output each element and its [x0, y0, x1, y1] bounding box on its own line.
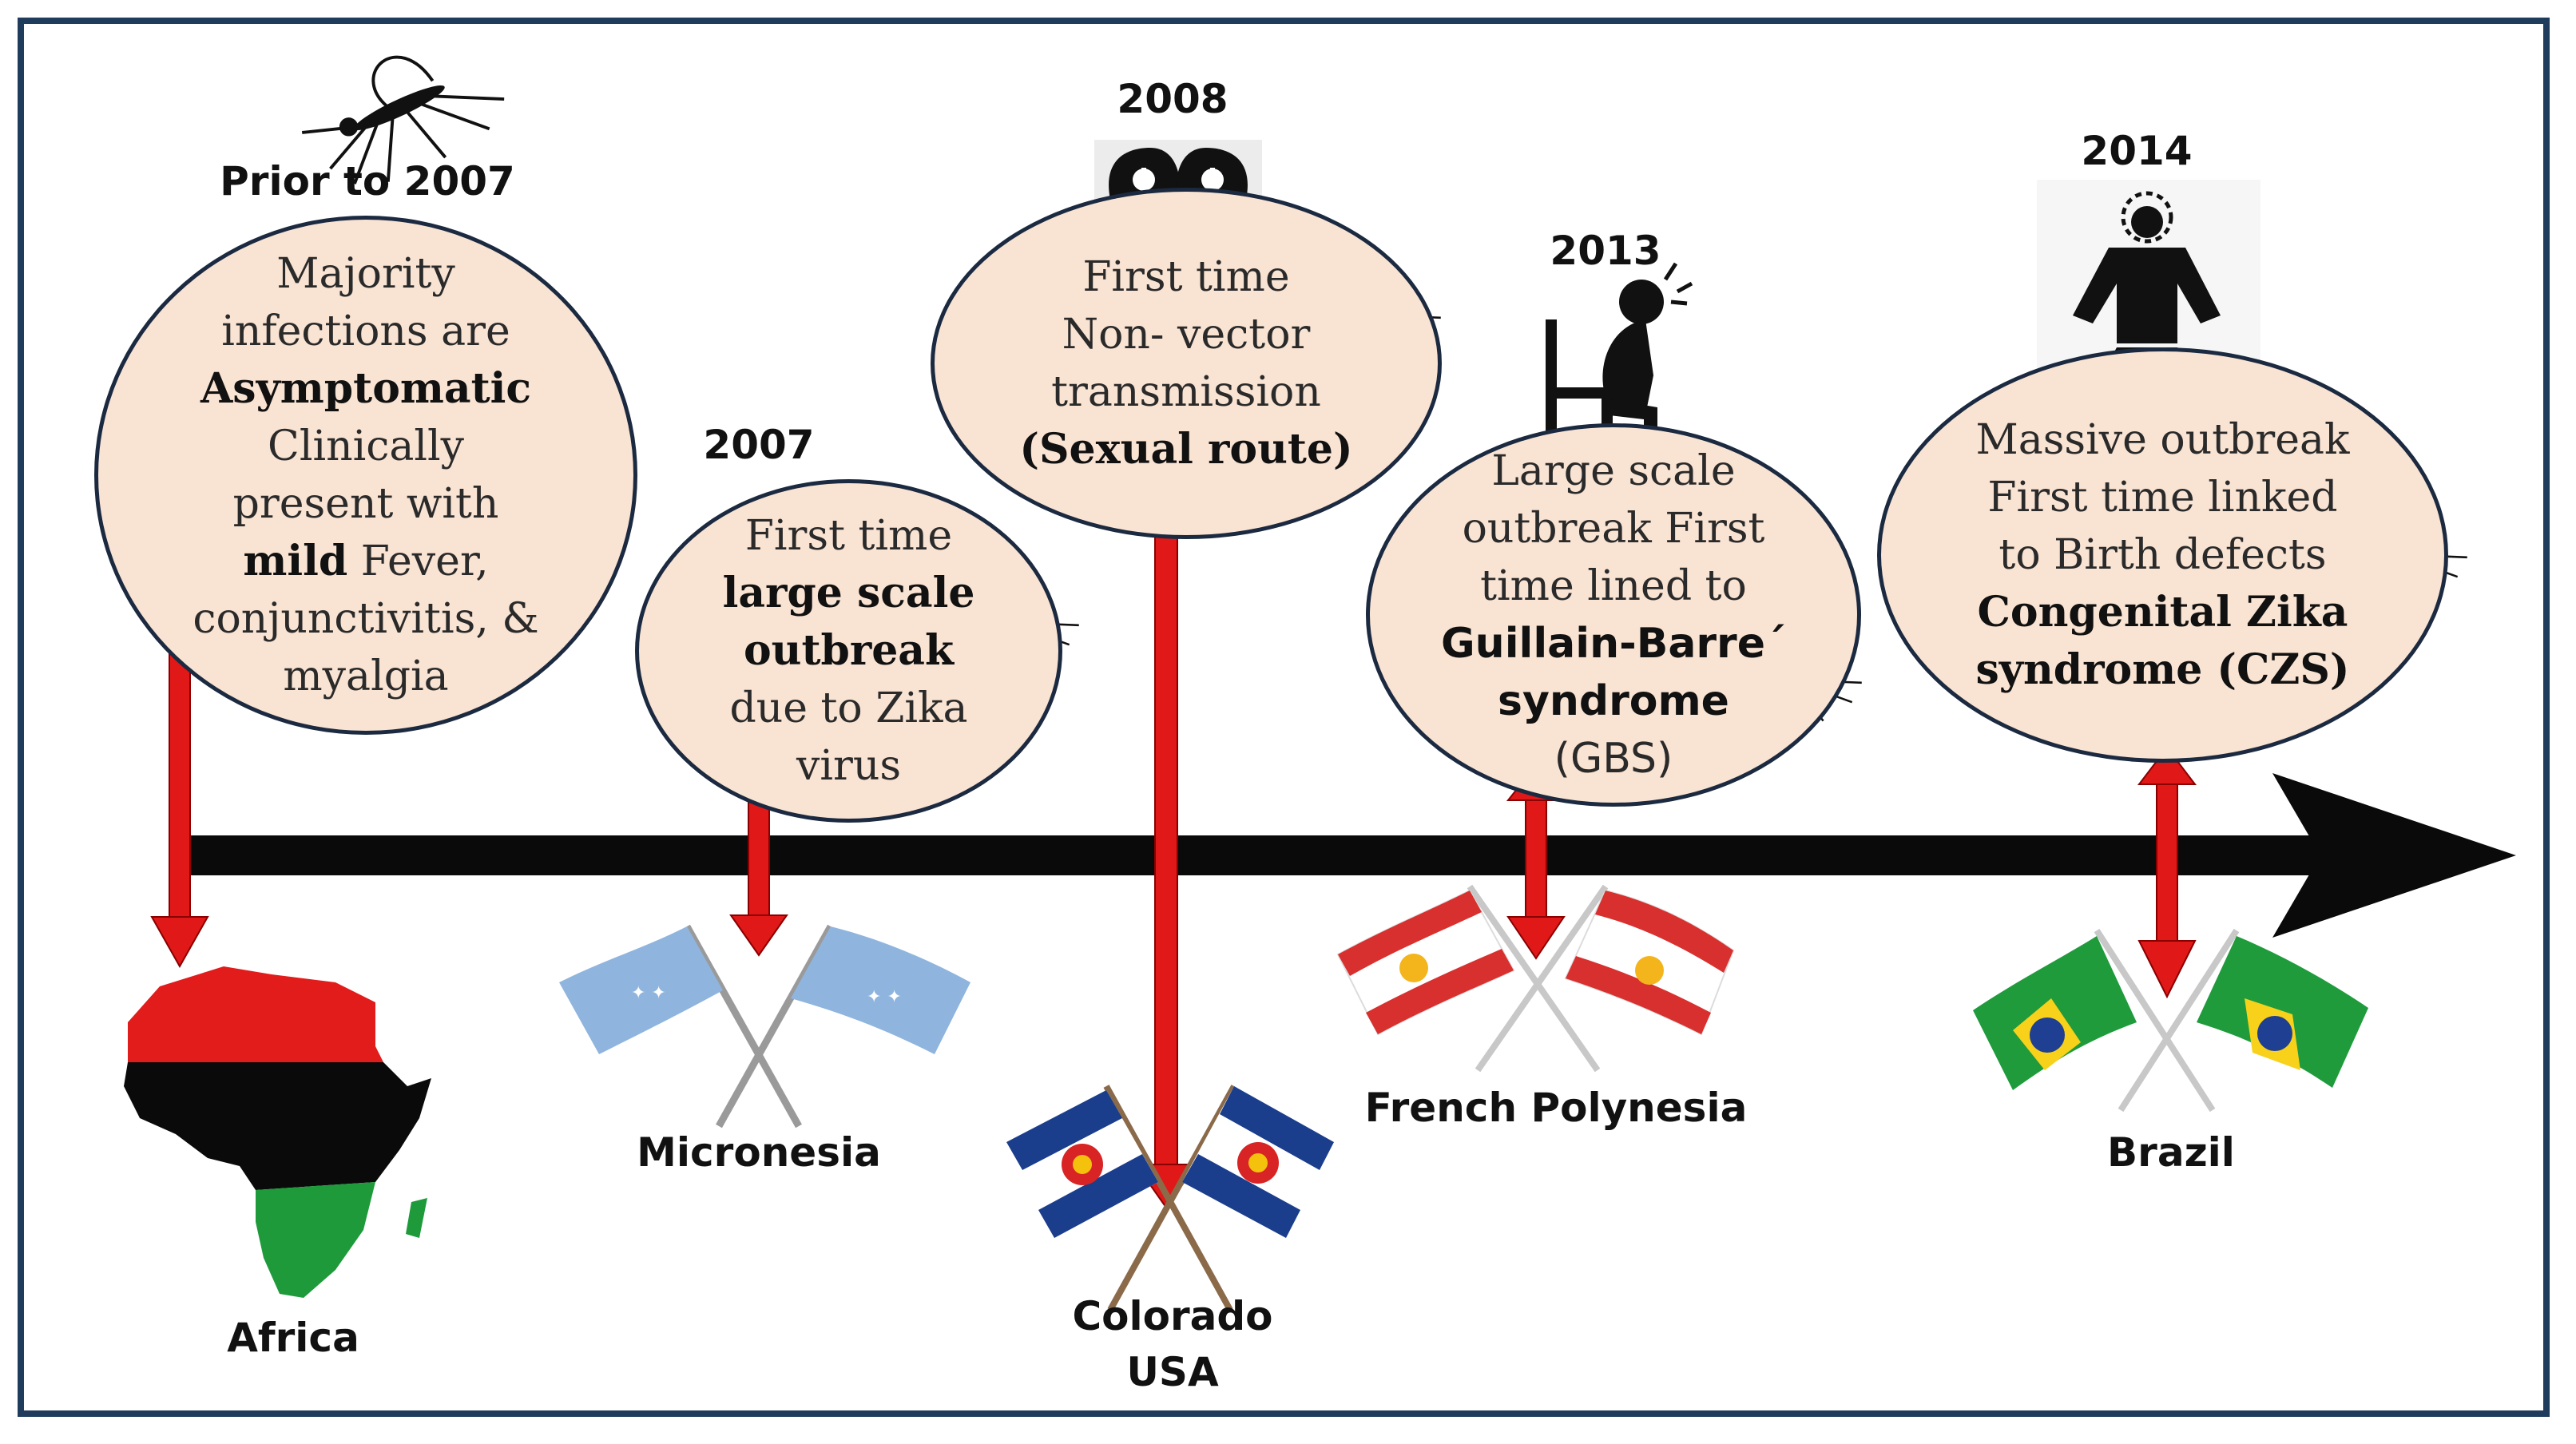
description-line: conjunctivitis, & [193, 595, 539, 643]
description-line: transmission [1051, 368, 1321, 416]
location-line: USA [1126, 1349, 1219, 1395]
location-label-africa: Africa [227, 1310, 359, 1366]
description-line: virus [796, 742, 902, 790]
description-line: (Sexual route) [1019, 425, 1353, 474]
year-label-africa: Prior to 2007 [220, 158, 515, 204]
description-line: infections are [221, 307, 510, 355]
description-line: Congenital Zika [1977, 588, 2348, 637]
crossed-flags-icon [1006, 1085, 1334, 1311]
crossed-flags-icon [1336, 884, 1735, 1073]
description-line: myalgia [283, 653, 449, 700]
year-label-french-polynesia: 2013 [1550, 228, 1661, 274]
description-line: mild Fever, [243, 537, 489, 585]
svg-text:✦ ✦: ✦ ✦ [631, 983, 666, 1003]
description-line: due to Zika [729, 684, 968, 732]
location-line: Africa [227, 1315, 359, 1361]
location-line: Brazil [2107, 1129, 2235, 1176]
description-line: present with [232, 480, 499, 528]
description-line: to Birth defects [1998, 531, 2327, 579]
description-line: Guillain-Barre´ [1441, 620, 1786, 668]
description-line: syndrome (CZS) [1975, 645, 2350, 694]
location-label-micronesia: Micronesia [637, 1125, 881, 1180]
event-bubble-french-polynesia: Large scale outbreak First time lined to Gu… [1366, 423, 1861, 807]
description-line: Asymptomatic [200, 364, 532, 413]
africa-map-icon [124, 966, 431, 1298]
location-line: Micronesia [637, 1129, 881, 1176]
timeline-arrow [180, 773, 2516, 938]
connector-brazil [2137, 746, 2197, 999]
description-line: time lined to [1480, 562, 1747, 610]
description-line: large scale [722, 569, 975, 617]
description-line: outbreak First [1462, 505, 1765, 553]
year-label-micronesia: 2007 [703, 422, 815, 468]
description-line: Clinically [268, 422, 464, 470]
description-line: outbreak [743, 626, 955, 675]
description-line: Majority [276, 250, 455, 298]
year-label-brazil: 2014 [2081, 128, 2193, 174]
description-line: Massive outbreak [1975, 416, 2350, 464]
description-line: syndrome [1498, 677, 1729, 725]
crossed-flags-icon [1973, 928, 2368, 1113]
location-label-french-polynesia: French Polynesia [1365, 1080, 1748, 1136]
description-line: First time [1082, 253, 1290, 301]
crossed-flags-icon: ✦ ✦ ✦ ✦ [559, 924, 970, 1129]
location-line: Colorado [1072, 1293, 1273, 1339]
description-line: Large scale [1491, 447, 1736, 495]
location-line: French Polynesia [1364, 1085, 1748, 1131]
description-line: First time linked [1987, 474, 2338, 522]
description-line: (GBS) [1554, 735, 1673, 783]
location-label-brazil: Brazil [2107, 1125, 2235, 1180]
event-bubble-micronesia: First time large scale outbreak due to Zika… [635, 479, 1062, 823]
year-label-colorado: 2008 [1117, 76, 1228, 122]
description-line: First time [744, 512, 953, 560]
description-line: Non- vector [1062, 311, 1311, 359]
svg-text:✦ ✦: ✦ ✦ [867, 987, 902, 1007]
